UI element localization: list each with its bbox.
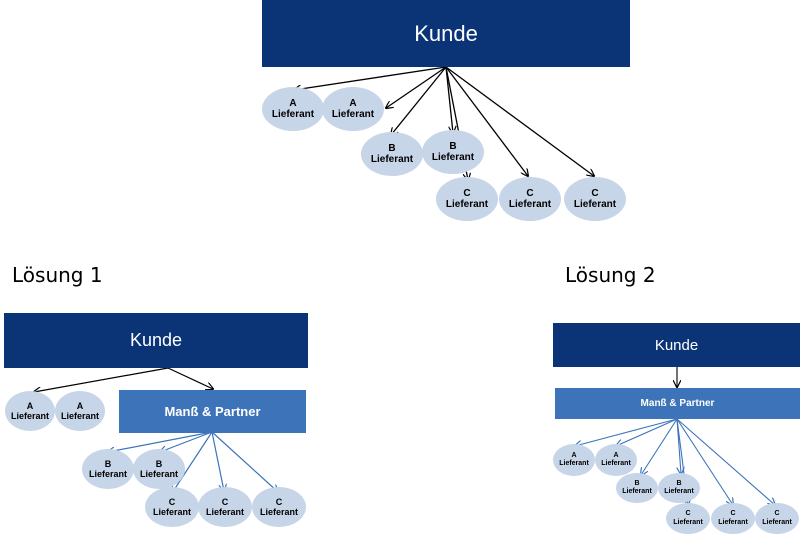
lieferant-label: Lieferant: [152, 507, 191, 517]
lieferant-label: Lieferant: [139, 469, 178, 479]
tier-label: B: [155, 458, 163, 469]
s1-partner-box: Manß & Partner: [119, 390, 306, 433]
tier-label: B: [676, 479, 682, 487]
lieferant-label: Lieferant: [10, 411, 49, 421]
lieferant-label: Lieferant: [762, 518, 792, 526]
solution1-heading: Lösung 1: [12, 263, 103, 287]
arrow-s1-b2: [160, 431, 213, 452]
s1-kunde-label: Kunde: [129, 330, 183, 350]
top-node-b2: B Lieferant: [422, 130, 484, 174]
lieferant-label: Lieferant: [559, 460, 589, 467]
lieferant-label: Lieferant: [508, 199, 552, 210]
s2-node-c3: C Lieferant: [755, 503, 799, 534]
lieferant-label: Lieferant: [664, 488, 694, 495]
s1-node-c3: C Lieferant: [252, 487, 306, 527]
arrow-s2-b2: [676, 418, 681, 474]
s1-partner-label: Manß & Partner: [164, 404, 261, 419]
lieferant-label: Lieferant: [445, 199, 489, 210]
arrow-top-a2: [386, 66, 447, 108]
arrow-s2-b1: [641, 418, 678, 475]
tier-label: C: [730, 510, 736, 518]
arrow-s2-a1: [575, 418, 678, 446]
lieferant-label: Lieferant: [88, 469, 127, 479]
top-node-a1: A Lieferant: [262, 87, 324, 131]
s1-node-c2: C Lieferant: [198, 487, 252, 527]
lieferant-label: Lieferant: [205, 507, 244, 517]
lieferant-label: Lieferant: [271, 109, 315, 120]
s1-node-a2: A Lieferant: [55, 391, 105, 431]
s2-node-c1: C Lieferant: [666, 503, 710, 534]
tier-label: C: [774, 510, 780, 518]
lieferant-label: Lieferant: [259, 507, 298, 517]
s1-node-b1: B Lieferant: [82, 449, 134, 489]
arrow-s1-partner: [167, 367, 213, 389]
s2-kunde-label: Kunde: [654, 336, 699, 354]
tier-label: C: [526, 187, 534, 199]
arrow-top-b2: [445, 66, 453, 133]
s2-node-a1: A Lieferant: [553, 444, 595, 476]
arrow-s1-c2: [211, 431, 224, 491]
lieferant-label: Lieferant: [601, 460, 631, 467]
arrow-s1-c3: [211, 431, 278, 492]
tier-label: B: [449, 140, 457, 152]
top-kunde-label: Kunde: [414, 20, 478, 46]
top-node-b1: B Lieferant: [361, 132, 423, 176]
top-node-c3: C Lieferant: [564, 177, 626, 221]
s2-partner-box: Manß & Partner: [555, 388, 800, 419]
tier-label: C: [168, 496, 176, 507]
tier-label: B: [634, 479, 640, 487]
s2-node-a2: A Lieferant: [595, 444, 637, 476]
solution2-heading: Lösung 2: [565, 263, 656, 287]
lieferant-label: Lieferant: [60, 411, 99, 421]
tier-label: A: [26, 400, 34, 411]
tier-label: A: [571, 451, 577, 459]
s2-node-b1: B Lieferant: [616, 473, 658, 503]
lieferant-label: Lieferant: [370, 154, 414, 165]
tier-label: C: [591, 187, 599, 199]
top-node-c1: C Lieferant: [436, 177, 498, 221]
tier-label: C: [463, 187, 471, 199]
tier-label: A: [613, 451, 619, 459]
tier-label: C: [275, 496, 283, 507]
top-node-c2: C Lieferant: [499, 177, 561, 221]
s1-node-c1: C Lieferant: [145, 487, 199, 527]
s2-partner-label: Manß & Partner: [640, 398, 715, 409]
s2-node-c2: C Lieferant: [711, 503, 755, 534]
lieferant-label: Lieferant: [673, 518, 703, 526]
s1-node-b2: B Lieferant: [133, 449, 185, 489]
top-node-a2: A Lieferant: [322, 87, 384, 131]
top-kunde-box: Kunde: [262, 0, 630, 67]
tier-label: B: [104, 458, 112, 469]
s2-kunde-box: Kunde: [553, 323, 800, 367]
lieferant-label: Lieferant: [718, 518, 748, 526]
arrow-top-a1: [294, 66, 447, 90]
arrow-top-b1: [391, 66, 447, 135]
tier-label: C: [685, 510, 691, 518]
lieferant-label: Lieferant: [431, 152, 475, 163]
s1-kunde-box: Kunde: [4, 313, 308, 368]
tier-label: C: [221, 496, 229, 507]
arrow-s1-a1: [34, 367, 169, 392]
tier-label: A: [76, 400, 84, 411]
tier-label: A: [349, 97, 357, 109]
s1-node-a1: A Lieferant: [5, 391, 55, 431]
tier-label: A: [289, 97, 297, 109]
s2-node-b2: B Lieferant: [658, 473, 700, 503]
arrow-s2-a2: [616, 418, 678, 446]
lieferant-label: Lieferant: [573, 199, 617, 210]
lieferant-label: Lieferant: [331, 109, 375, 120]
tier-label: B: [388, 142, 396, 154]
lieferant-label: Lieferant: [622, 488, 652, 495]
